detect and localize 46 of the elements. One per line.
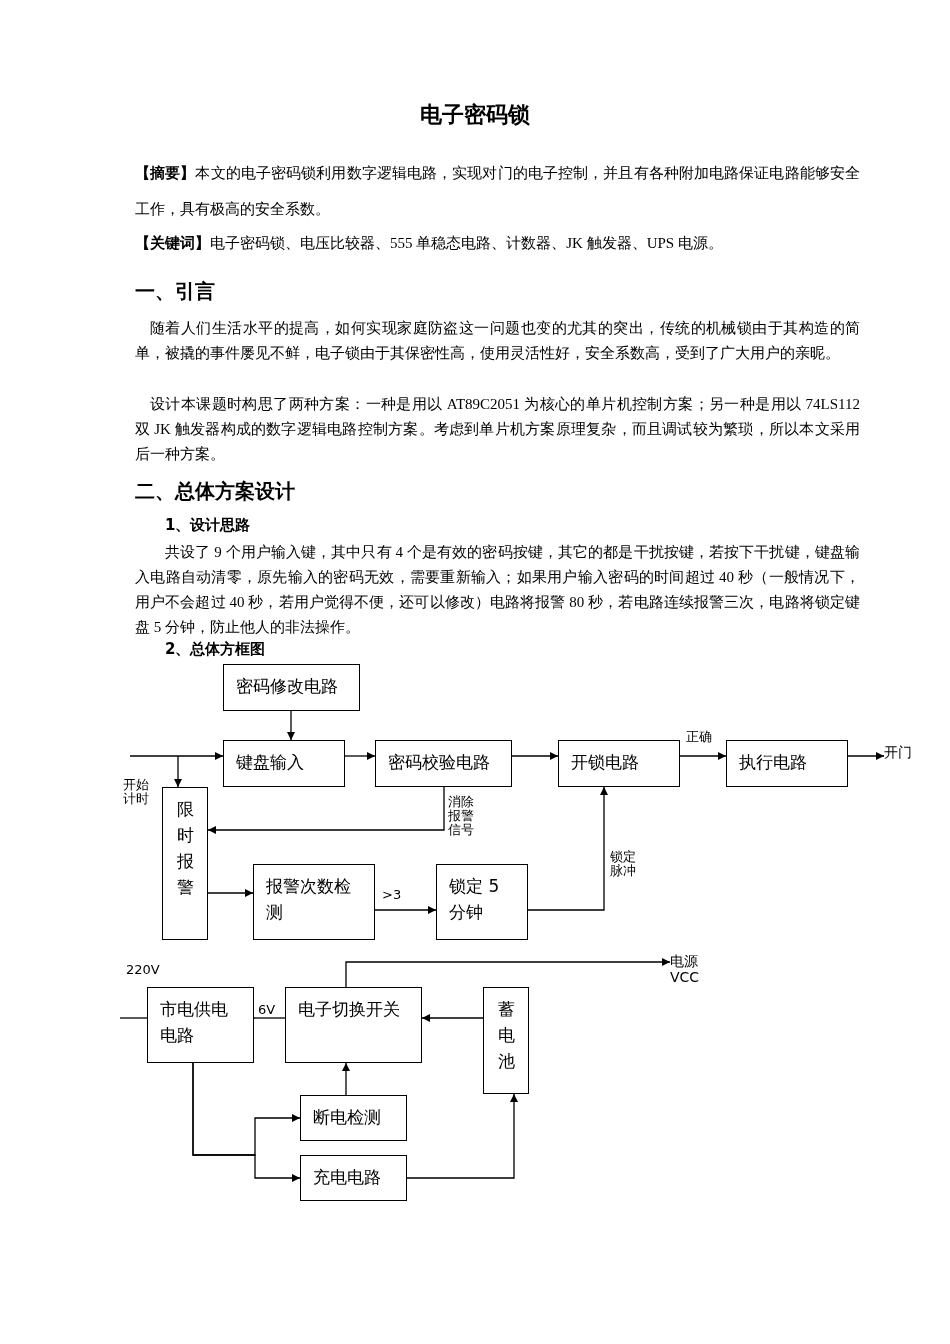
block-box: 报警次数检测 [253,864,375,940]
block-box: 密码校验电路 [375,740,512,787]
output-label: 电源 VCC [670,953,720,987]
connector-line [119,1017,148,1019]
arrow [342,1062,350,1096]
block-box: 执行电路 [726,740,848,787]
arrow [192,1062,301,1182]
abstract-paragraph: 【摘要】本文的电子密码锁利用数字逻辑电路，实现对门的电子控制，并且有各种附加电路保证电路能够安全工作，具有极高的安全系数。 [135,164,860,219]
arrow [421,1014,484,1022]
block-box: 电子切换开关 [285,987,422,1063]
block-box: 密码修改电路 [223,664,360,711]
body-paragraph: 随着人们生活水平的提高，如何实现家庭防盗这一问题也变的尤其的突出，传统的机械锁由于其构造的简单，被撬的事件屡见不鲜，电子锁由于其保密性高，使用灵活性好，安全系数高，受到了广大用户的亲昵。 [135,319,860,363]
voltage-label: 220V [126,963,160,977]
block-box: 充电电路 [300,1155,407,1201]
edge-label: 6V [258,1003,278,1017]
arrow [344,752,376,760]
output-label: 开门 [884,744,924,768]
block-box: 开锁电路 [558,740,680,787]
block-box: 键盘输入 [223,740,345,787]
body-paragraph: 设计本课题时构思了两种方案：一种是用以 AT89C2051 为核心的单片机控制方案；另一种是用以 74LS112 双 JK 触发器构成的数字逻辑电路控制方案。考虑到单片机方案原理复杂，而且调试较为繁琐，所以本文采用后一种方案。 [135,395,860,464]
subsection-heading: 2、总体方框图 [165,640,266,659]
arrow [207,889,254,897]
arrow [511,752,559,760]
subsection-heading: 1、设计思路 [165,516,251,535]
block-box: 断电检测 [300,1095,407,1141]
arrow [406,1093,518,1179]
arrow [374,906,437,914]
arrow [345,958,671,988]
edge-label: >3 [382,888,402,902]
block-box: 限时报警 [162,787,208,940]
block-box: 锁定 5 分钟 [436,864,528,940]
block-box: 蓄电池 [483,987,529,1094]
section-heading: 二、总体方案设计 [135,478,295,505]
arrow [207,786,445,834]
keywords-line: 【关键词】电子密码锁、电压比较器、555 单稳态电路、计数器、JK 触发器、UPS 电源。 [135,234,724,253]
body-paragraph: 共设了 9 个用户输入键，其中只有 4 个是有效的密码按键，其它的都是干扰按键，若按下干扰键，键盘输入电路自动清零，原先输入的密码无效，需要重新输入；如果用户输入密码的时间超过 40 秒（一般情况下，用户不会超过 40 秒，若用户觉得不便，还可以修改）电路将报警 80 秒，若电路连续报警三次，电路将锁定键盘 5 分钟，防止他人的非法操作。 [135,543,860,637]
connector-line [253,1017,286,1019]
arrow [129,752,224,760]
arrow [679,752,727,760]
block-box: 市电供电电路 [147,987,254,1063]
arrow [847,752,885,760]
arrow [527,786,608,911]
section-heading: 一、引言 [135,278,215,305]
page-title: 电子密码锁 [419,101,531,129]
arrow [174,755,182,788]
arrow [287,710,295,741]
